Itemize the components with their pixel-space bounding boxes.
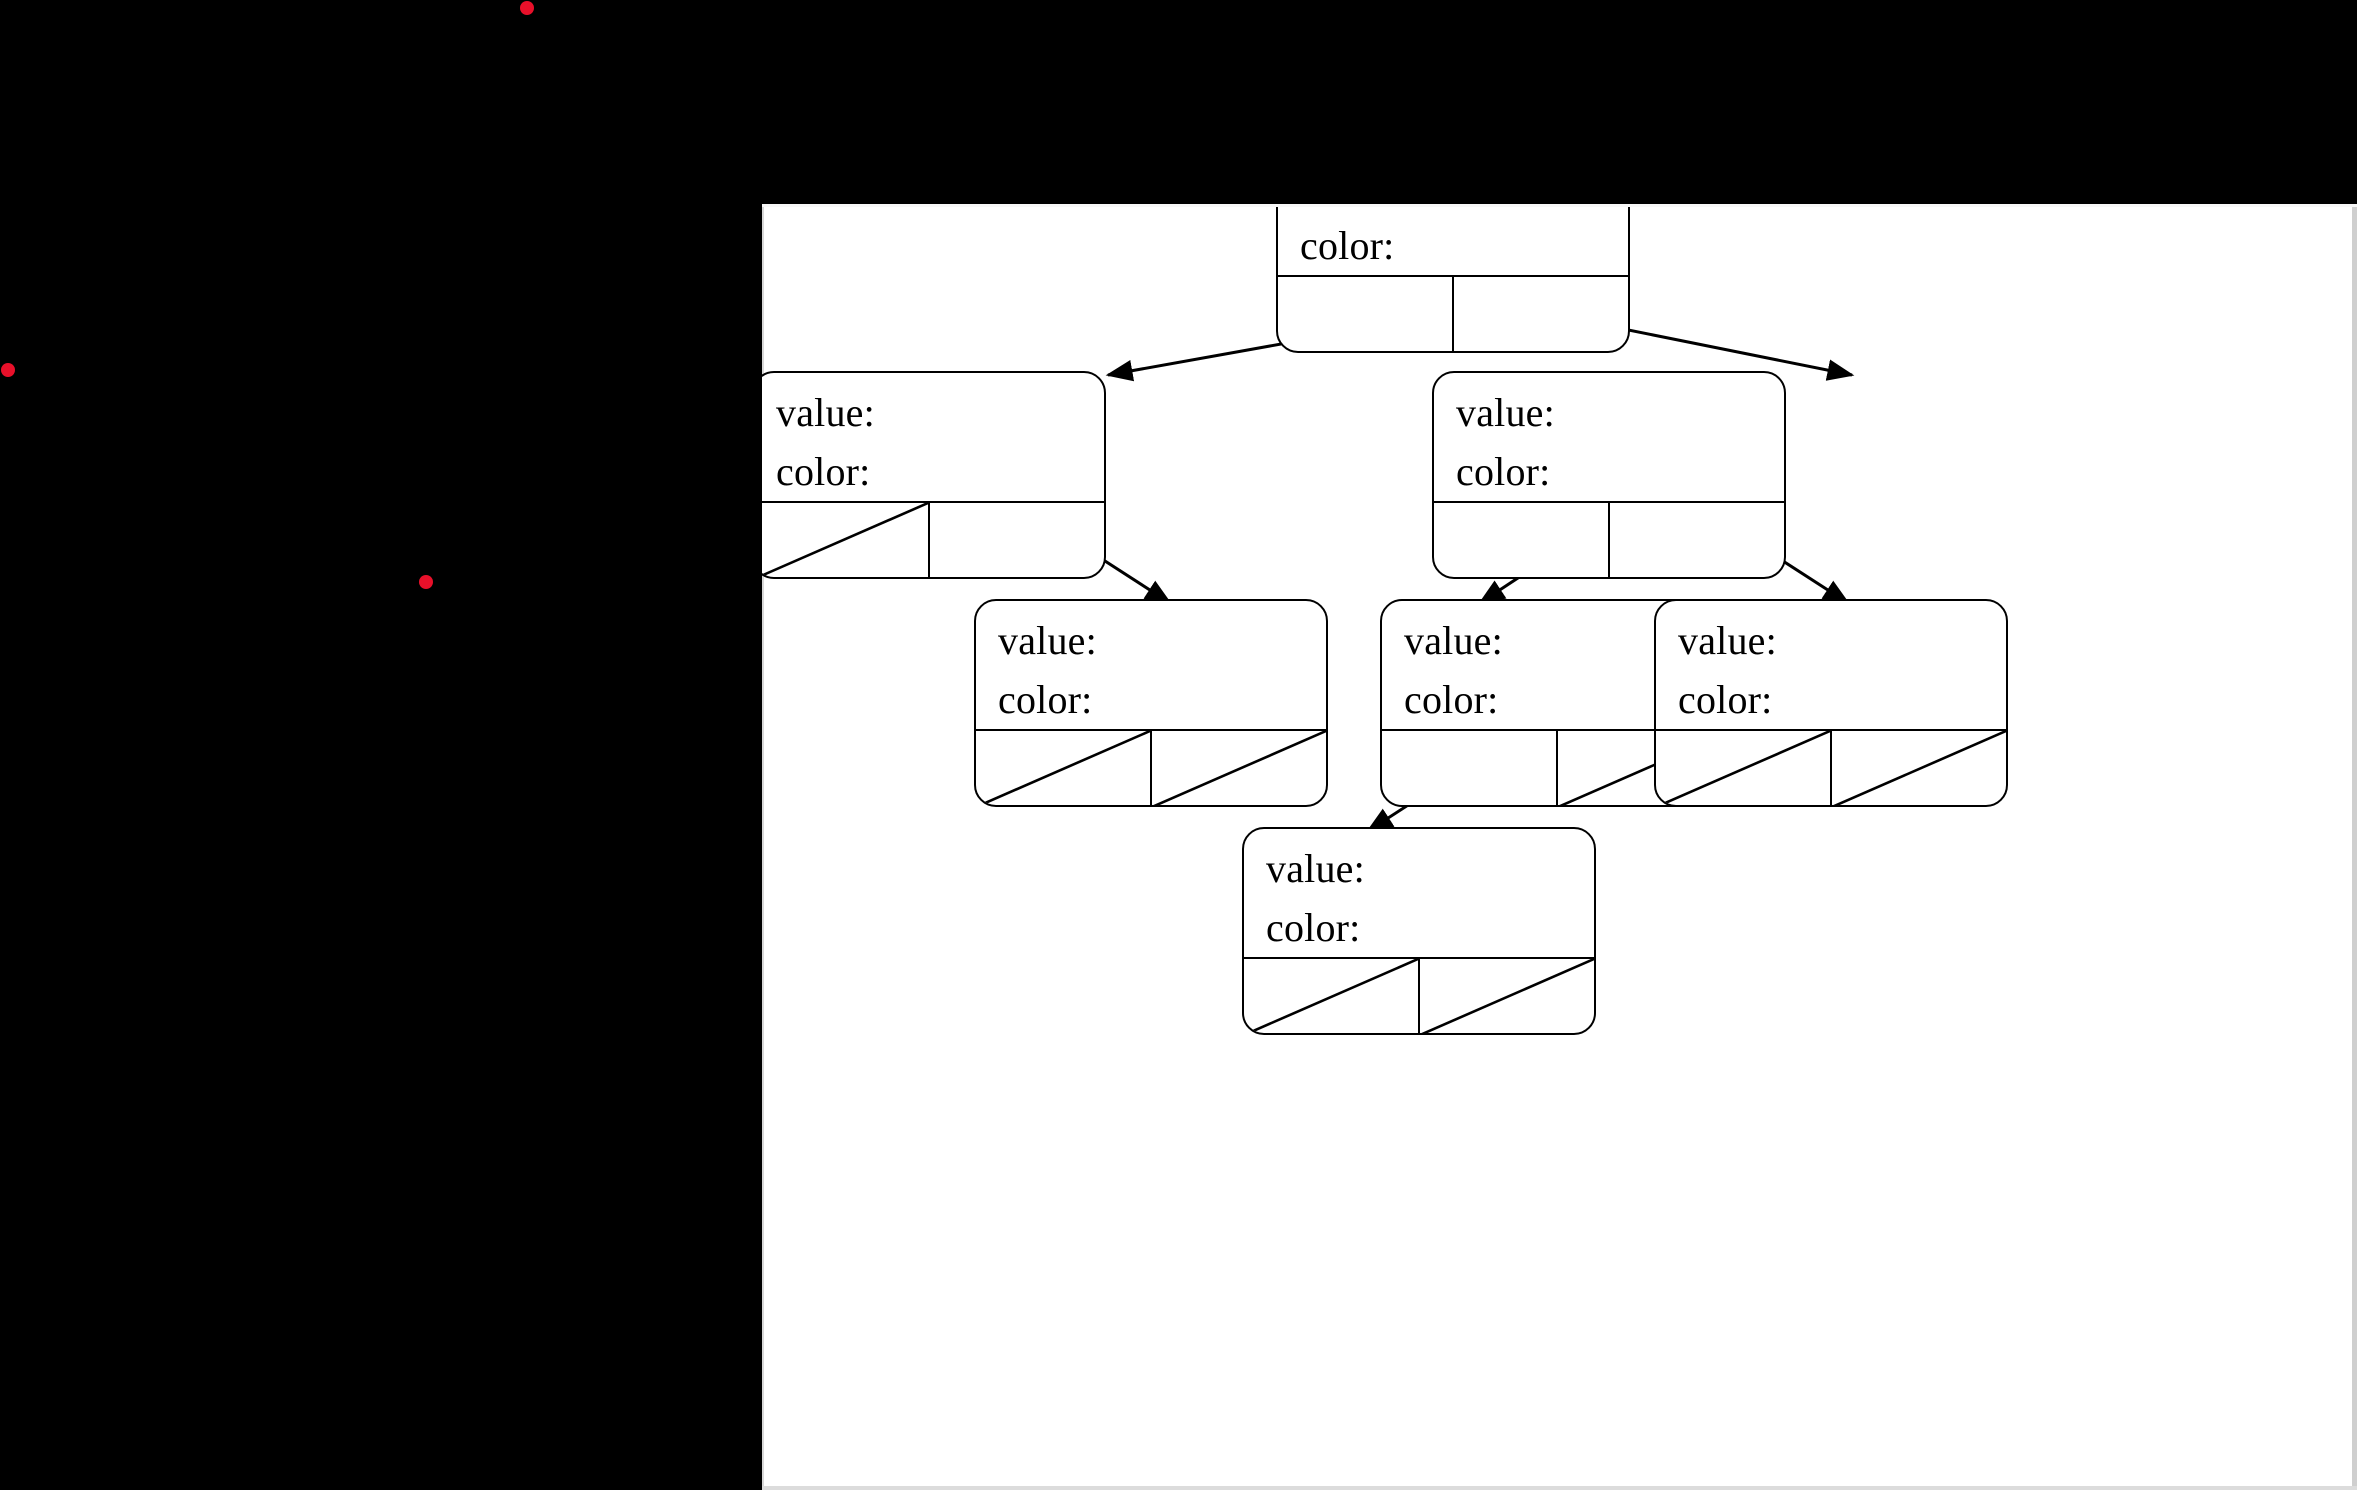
null-pointer-slash-icon	[762, 503, 928, 579]
node-value-label: value:	[1404, 618, 1503, 663]
node-color-label: color:	[1404, 676, 1499, 722]
node-left-pointer-link[interactable]	[1278, 277, 1452, 351]
node-right-pointer-link[interactable]	[928, 503, 1104, 577]
node-value-label: value:	[998, 618, 1097, 663]
node-color-label: color:	[998, 676, 1093, 722]
node-value-label: value:	[1456, 390, 1555, 435]
node-right-pointer-null[interactable]	[1830, 731, 2006, 807]
null-pointer-slash-icon	[1152, 731, 1326, 807]
node-fields: value: color:	[1434, 373, 1784, 501]
panel-left-border	[762, 207, 764, 1490]
node-pointer-row	[1244, 957, 1594, 1035]
node-left-pointer-null[interactable]	[762, 503, 928, 579]
null-pointer-slash-icon	[1656, 731, 1830, 807]
node-color-label: color:	[1456, 448, 1551, 494]
node-value-label: value:	[776, 390, 875, 435]
node-right-pointer-link[interactable]	[1452, 277, 1628, 351]
node-fields: value: color:	[976, 601, 1326, 729]
node-value-label: value:	[1266, 846, 1365, 891]
null-pointer-slash-icon	[1832, 731, 2006, 807]
node-pointer-row	[976, 729, 1326, 807]
tree-node-left-right[interactable]: value: color:	[974, 599, 1328, 807]
node-fields: value: color:	[1244, 829, 1594, 957]
node-color-label: color:	[1300, 222, 1395, 268]
node-color-label: color:	[1678, 676, 1773, 722]
node-left-pointer-null[interactable]	[1656, 731, 1830, 807]
node-value-label: value:	[1300, 207, 1628, 212]
cursor-marker-left	[1, 363, 15, 377]
null-pointer-slash-icon	[976, 731, 1150, 807]
tree-node-left[interactable]: value: color:	[762, 371, 1106, 579]
null-pointer-slash-icon	[1420, 959, 1594, 1035]
panel-right-border	[2352, 207, 2357, 1490]
node-left-pointer-null[interactable]	[1244, 959, 1418, 1035]
node-value-label: value:	[1678, 618, 1777, 663]
node-left-pointer-link[interactable]	[1382, 731, 1556, 805]
node-color-label: color:	[1266, 904, 1361, 950]
diagram-panel: value:color:value:color:value:color:valu…	[762, 204, 2357, 1490]
node-right-pointer-null[interactable]	[1418, 959, 1594, 1035]
tree-node-deep[interactable]: value: color:	[1242, 827, 1596, 1035]
node-right-pointer-null[interactable]	[1150, 731, 1326, 807]
node-fields: value: color:	[1382, 601, 1732, 729]
node-pointer-row	[1278, 275, 1628, 351]
node-pointer-row	[1434, 501, 1784, 577]
null-pointer-slash-icon	[1244, 959, 1418, 1035]
node-fields: value: color:	[762, 373, 1104, 501]
tree-node-right[interactable]: value: color:	[1432, 371, 1786, 579]
tree-node-root[interactable]: value: color:	[1276, 207, 1630, 353]
node-fields: value: color:	[1656, 601, 2006, 729]
cursor-marker-top	[520, 1, 534, 15]
node-pointer-row	[1656, 729, 2006, 807]
panel-bottom-border	[762, 1486, 2357, 1490]
tree-node-right-right[interactable]: value: color:	[1654, 599, 2008, 807]
node-fields: value: color:	[1278, 207, 1628, 275]
node-left-pointer-null[interactable]	[976, 731, 1150, 807]
node-right-pointer-link[interactable]	[1608, 503, 1784, 577]
node-pointer-row	[762, 501, 1104, 579]
node-color-label: color:	[776, 448, 871, 494]
cursor-marker-mid	[419, 575, 433, 589]
node-left-pointer-link[interactable]	[1434, 503, 1608, 577]
